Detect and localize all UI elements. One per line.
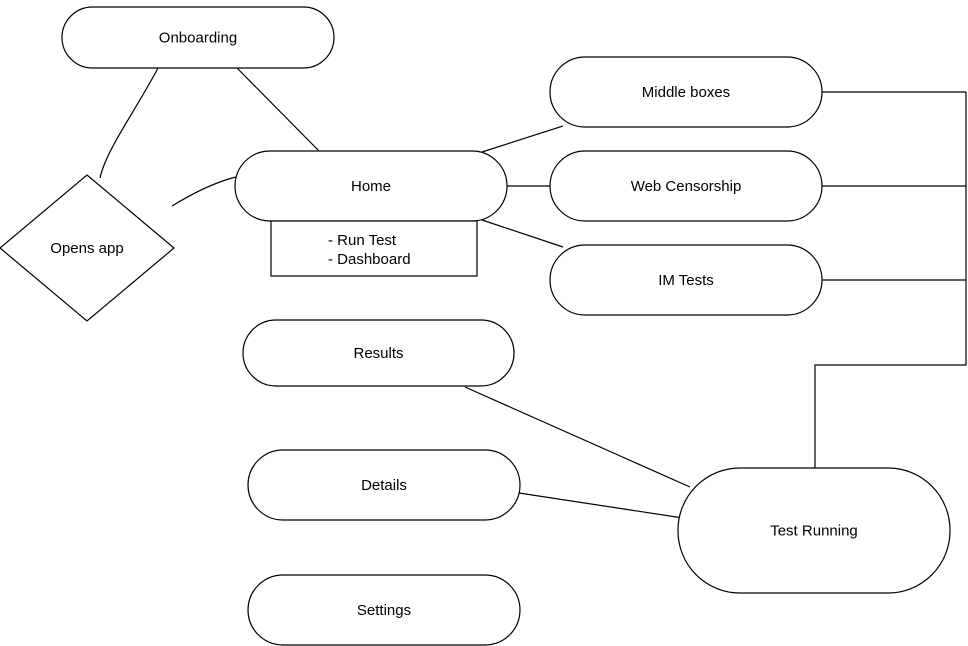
node-home[interactable]: Home xyxy=(234,150,508,222)
node-details[interactable]: Details xyxy=(247,449,521,521)
edge-onboarding-to-opens-app xyxy=(99,67,159,179)
node-home-label: Home xyxy=(351,178,391,195)
node-results-shape[interactable] xyxy=(242,319,515,387)
node-web-censorship[interactable]: Web Censorship xyxy=(549,150,823,222)
edge-rail-to-test-running xyxy=(814,92,967,468)
edge-onboarding-to-home xyxy=(236,67,321,153)
edge-results-to-test-running xyxy=(464,386,691,488)
node-web-censorship-shape[interactable] xyxy=(549,150,823,222)
node-details-label: Details xyxy=(361,477,407,494)
node-home-options-shape[interactable] xyxy=(270,220,478,277)
node-test-running-shape[interactable] xyxy=(677,467,951,594)
node-results[interactable]: Results xyxy=(242,319,515,387)
node-settings-shape[interactable] xyxy=(247,574,521,646)
node-im-tests[interactable]: IM Tests xyxy=(549,244,823,316)
node-middle-boxes-shape[interactable] xyxy=(549,56,823,128)
node-opens-app[interactable]: Opens app xyxy=(0,174,175,322)
node-web-censorship-label: Web Censorship xyxy=(631,178,742,195)
node-results-label: Results xyxy=(353,345,403,362)
node-opens-app-shape[interactable] xyxy=(0,174,175,322)
edge-details-to-test-running xyxy=(518,492,684,519)
node-test-running-label: Test Running xyxy=(770,522,858,539)
node-opens-app-label: Opens app xyxy=(50,240,123,257)
node-onboarding-label: Onboarding xyxy=(159,29,237,46)
node-middle-boxes[interactable]: Middle boxes xyxy=(549,56,823,128)
node-test-running[interactable]: Test Running xyxy=(677,467,951,594)
edge-opens-app-to-home xyxy=(171,175,241,207)
node-im-tests-shape[interactable] xyxy=(549,244,823,316)
nodes-layer: Onboarding Opens app Home - Run Test - D… xyxy=(0,6,951,646)
edge-home-to-im-tests xyxy=(481,219,564,248)
node-onboarding-shape[interactable] xyxy=(61,6,335,69)
node-settings-label: Settings xyxy=(357,602,411,619)
edge-home-to-middle-boxes xyxy=(481,125,564,153)
home-option-dashboard: - Dashboard xyxy=(328,251,411,268)
node-im-tests-label: IM Tests xyxy=(658,272,714,289)
node-onboarding[interactable]: Onboarding xyxy=(61,6,335,69)
node-settings[interactable]: Settings xyxy=(247,574,521,646)
node-middle-boxes-label: Middle boxes xyxy=(642,84,730,101)
home-option-run-test: - Run Test xyxy=(328,232,397,249)
node-home-options[interactable]: - Run Test - Dashboard xyxy=(270,220,478,277)
edges-layer xyxy=(99,67,967,519)
node-details-shape[interactable] xyxy=(247,449,521,521)
